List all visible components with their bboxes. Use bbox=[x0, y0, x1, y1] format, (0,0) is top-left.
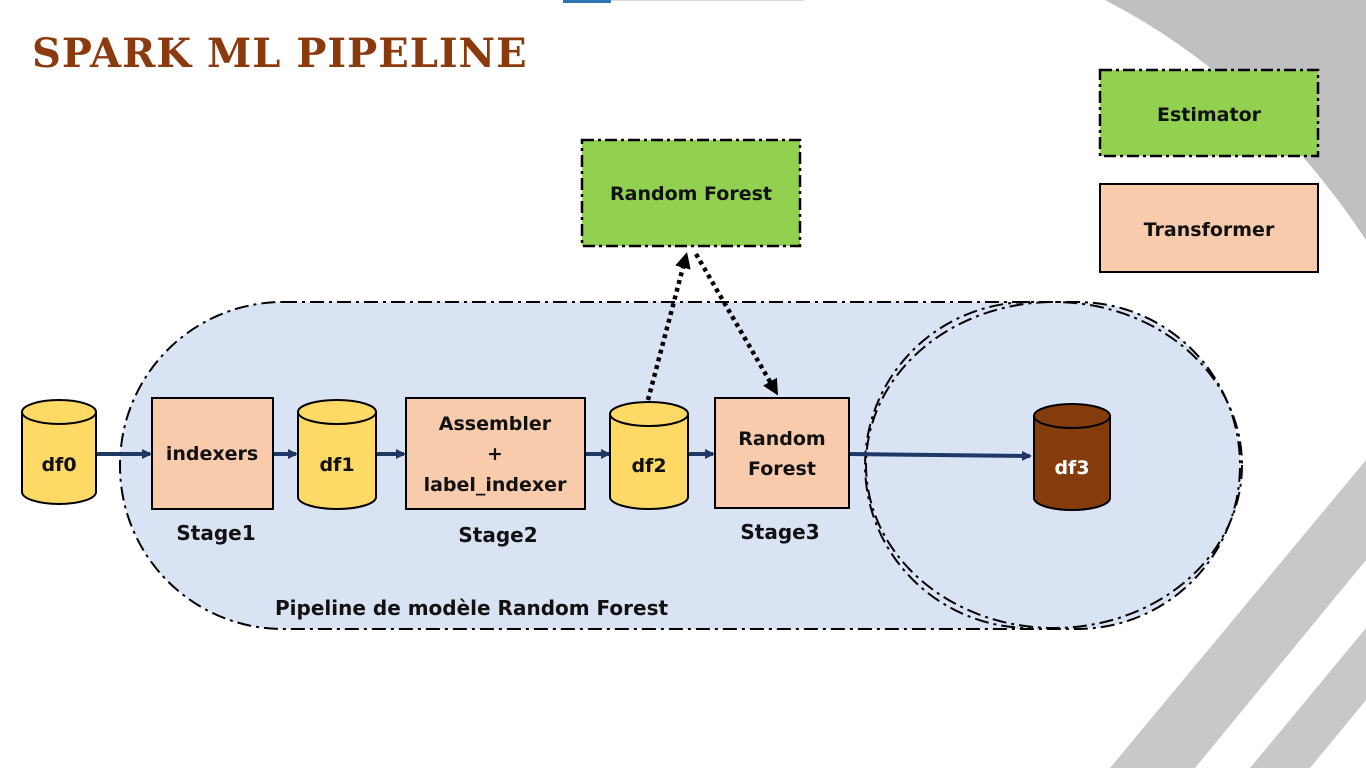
legend-transformer-label: Transformer bbox=[1144, 219, 1275, 241]
stage2-label: Stage2 bbox=[458, 523, 537, 547]
transformer-random-forest-line1: Random bbox=[738, 428, 825, 450]
dataframe-df1: df1 bbox=[297, 399, 377, 510]
transformer-assembler-line2: + bbox=[487, 443, 503, 465]
legend-estimator-box bbox=[1098, 68, 1320, 158]
stage1-label: Stage1 bbox=[176, 521, 255, 545]
stage3-label: Stage3 bbox=[740, 520, 819, 544]
bottom-right-stripe-1 bbox=[1110, 460, 1366, 768]
fit-arrow-down bbox=[694, 252, 779, 396]
pipeline-caption: Pipeline de modèle Random Forest bbox=[275, 596, 668, 620]
transformer-indexers-label: indexers bbox=[166, 443, 258, 465]
top-accent-line bbox=[611, 0, 804, 1]
top-right-stripe bbox=[1105, 0, 1366, 240]
transformer-assembler-box bbox=[405, 397, 586, 510]
dataframe-df2: df2 bbox=[609, 401, 689, 510]
transformer-assembler-line1: Assembler bbox=[439, 413, 552, 435]
top-accent-bar bbox=[563, 0, 611, 3]
output-zone bbox=[865, 301, 1243, 629]
estimator-random-forest-box bbox=[580, 138, 802, 248]
df0-label: df0 bbox=[41, 454, 76, 476]
df1-label: df1 bbox=[319, 454, 354, 476]
estimator-random-forest-label: Random Forest bbox=[610, 183, 772, 205]
df2-label: df2 bbox=[631, 455, 666, 477]
transformer-assembler-line3: label_indexer bbox=[424, 474, 568, 496]
dataframe-df0: df0 bbox=[21, 399, 97, 505]
df3-label: df3 bbox=[1054, 457, 1089, 479]
fit-arrow-up bbox=[645, 252, 691, 401]
legend-transformer-box bbox=[1099, 183, 1319, 273]
page-title: SPARK ML PIPELINE bbox=[32, 30, 528, 77]
output-separator bbox=[864, 301, 1031, 629]
transformer-indexers-box bbox=[151, 397, 274, 510]
transformer-random-forest-box bbox=[714, 397, 850, 509]
legend-estimator-label: Estimator bbox=[1157, 104, 1262, 126]
bottom-right-stripe-2 bbox=[1250, 628, 1366, 768]
arrow-model-df3 bbox=[848, 450, 1032, 461]
decorative-stripes bbox=[1105, 0, 1366, 768]
transformer-random-forest-line2: Forest bbox=[748, 458, 816, 480]
dataframe-df3: df3 bbox=[1033, 403, 1111, 511]
